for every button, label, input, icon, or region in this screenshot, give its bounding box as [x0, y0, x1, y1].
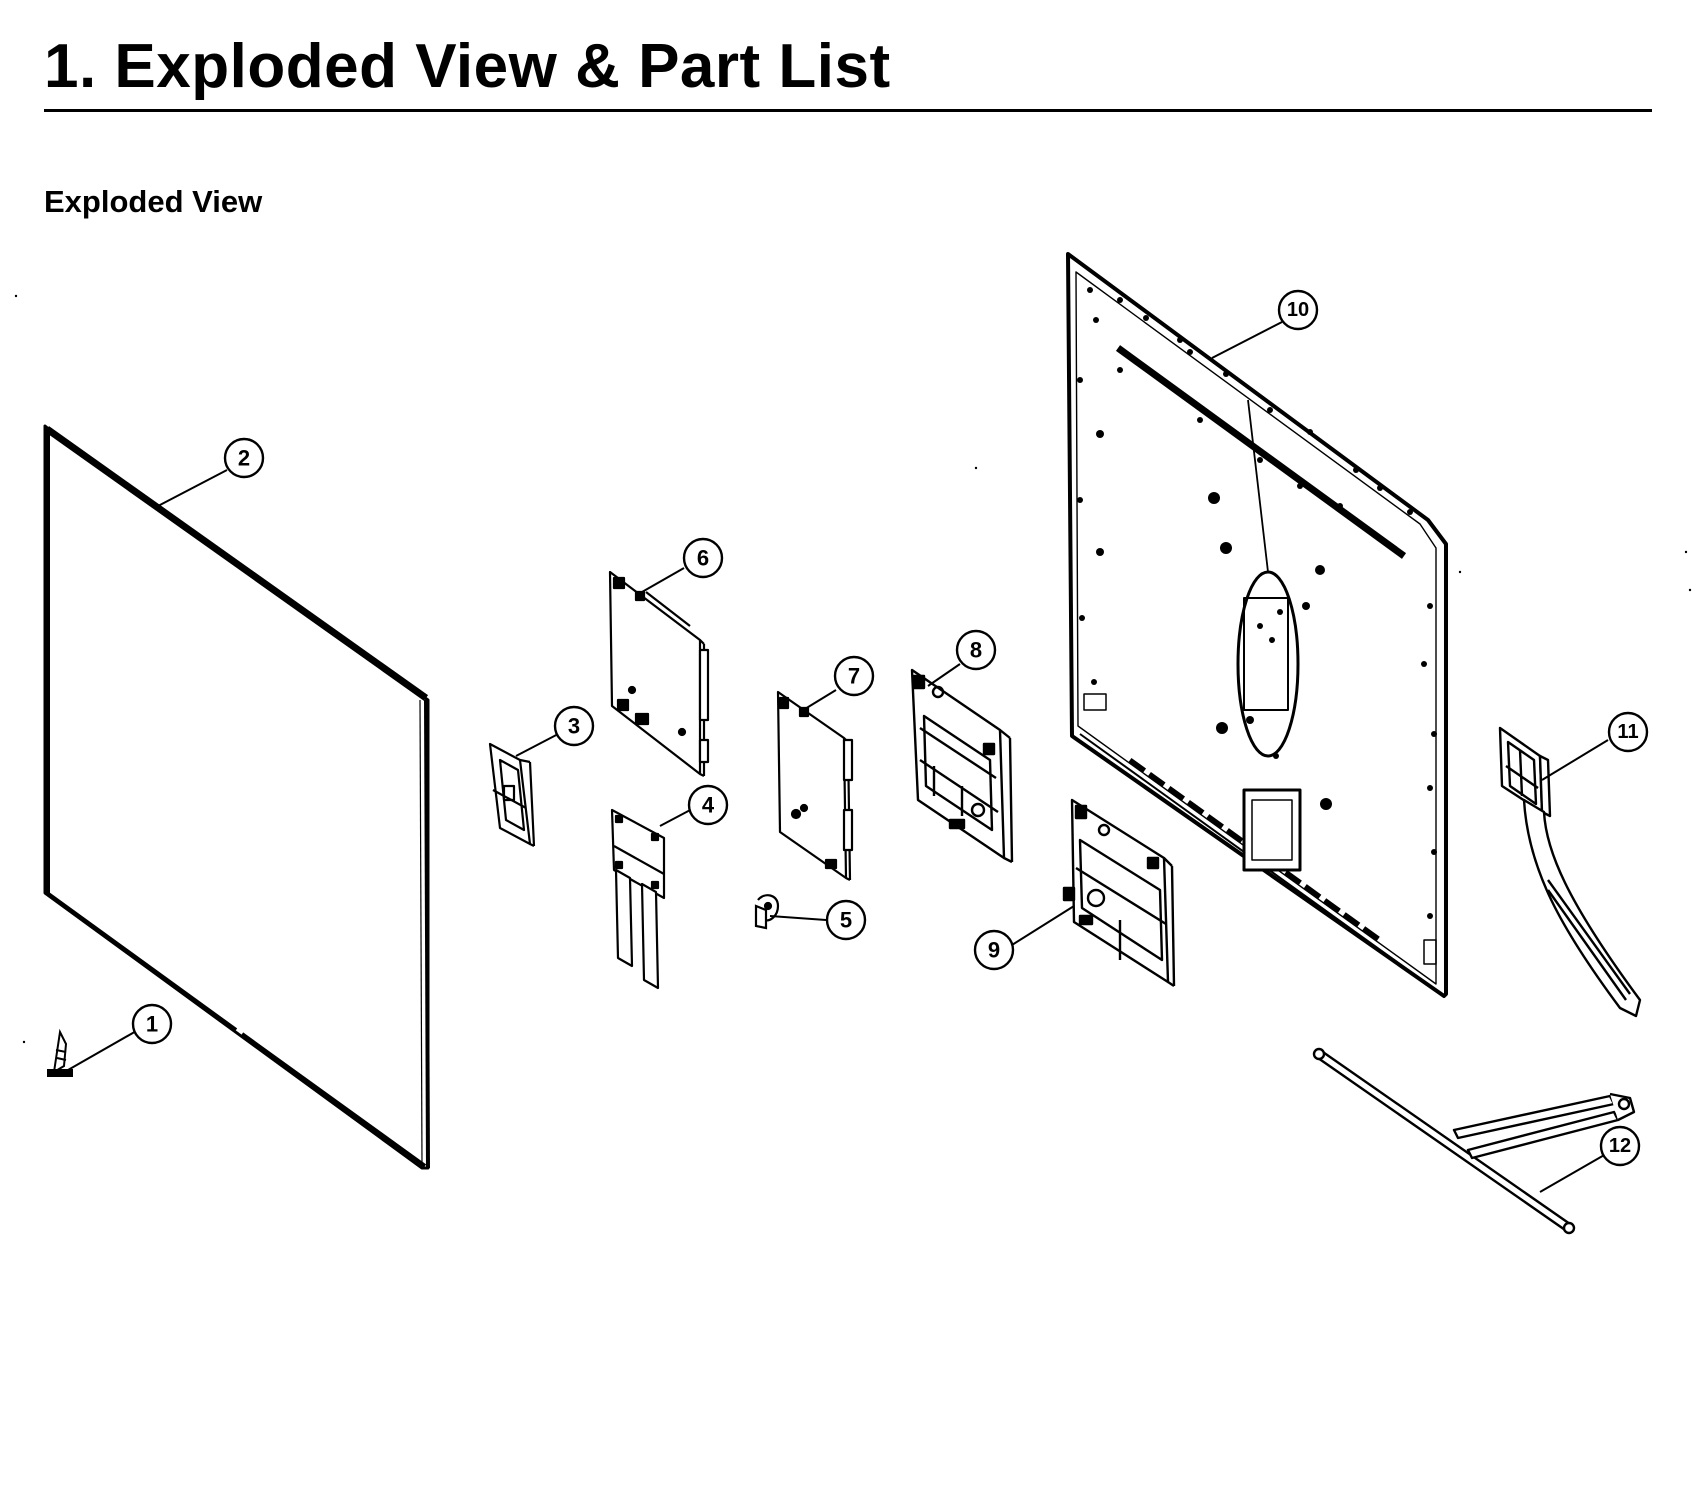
callout-label-4: 4 [702, 793, 715, 818]
part-front-panel [43, 424, 430, 1170]
part-frame-bracket [910, 668, 1014, 864]
callout-9: 9 [973, 929, 1015, 971]
part-board [776, 690, 854, 881]
callout-12: 12 [1599, 1125, 1641, 1167]
part-sub-board-ribbon [610, 808, 666, 990]
callout-label-5: 5 [840, 908, 852, 933]
callout-3: 3 [553, 705, 595, 747]
scan-specks [14, 294, 1692, 1044]
page-title: 1. Exploded View & Part List [44, 32, 891, 101]
part-rear-cover [1066, 252, 1448, 998]
callout-label-7: 7 [848, 664, 860, 689]
callout-label-10: 10 [1287, 299, 1309, 321]
callout-label-11: 11 [1617, 721, 1638, 743]
section-heading: Exploded View [44, 184, 263, 219]
callout-label-6: 6 [697, 546, 709, 571]
callout-label-8: 8 [970, 638, 982, 663]
part-screw [47, 1028, 73, 1077]
callout-1: 1 [131, 1003, 173, 1045]
callout-label-1: 1 [146, 1012, 158, 1037]
part-stand-base [1312, 1047, 1636, 1235]
callout-10: 10 [1277, 289, 1319, 331]
part-rear-bracket [1062, 798, 1176, 987]
callout-label-12: 12 [1609, 1135, 1631, 1157]
callout-label-9: 9 [988, 938, 1000, 963]
part-clip [754, 894, 780, 930]
callout-label-2: 2 [238, 446, 250, 471]
part-stand-neck [1498, 726, 1642, 1018]
part-main-board [608, 570, 710, 777]
callout-7: 7 [833, 655, 875, 697]
leader-lines [67, 321, 1609, 1193]
part-bracket-small [488, 742, 536, 847]
callout-5: 5 [825, 899, 867, 941]
callout-6: 6 [682, 537, 724, 579]
callout-label-3: 3 [568, 714, 580, 739]
callout-8: 8 [955, 629, 997, 671]
callout-2: 2 [223, 437, 265, 479]
callout-11: 11 [1607, 711, 1649, 753]
title-rule [44, 109, 1652, 112]
callout-4: 4 [687, 784, 729, 826]
